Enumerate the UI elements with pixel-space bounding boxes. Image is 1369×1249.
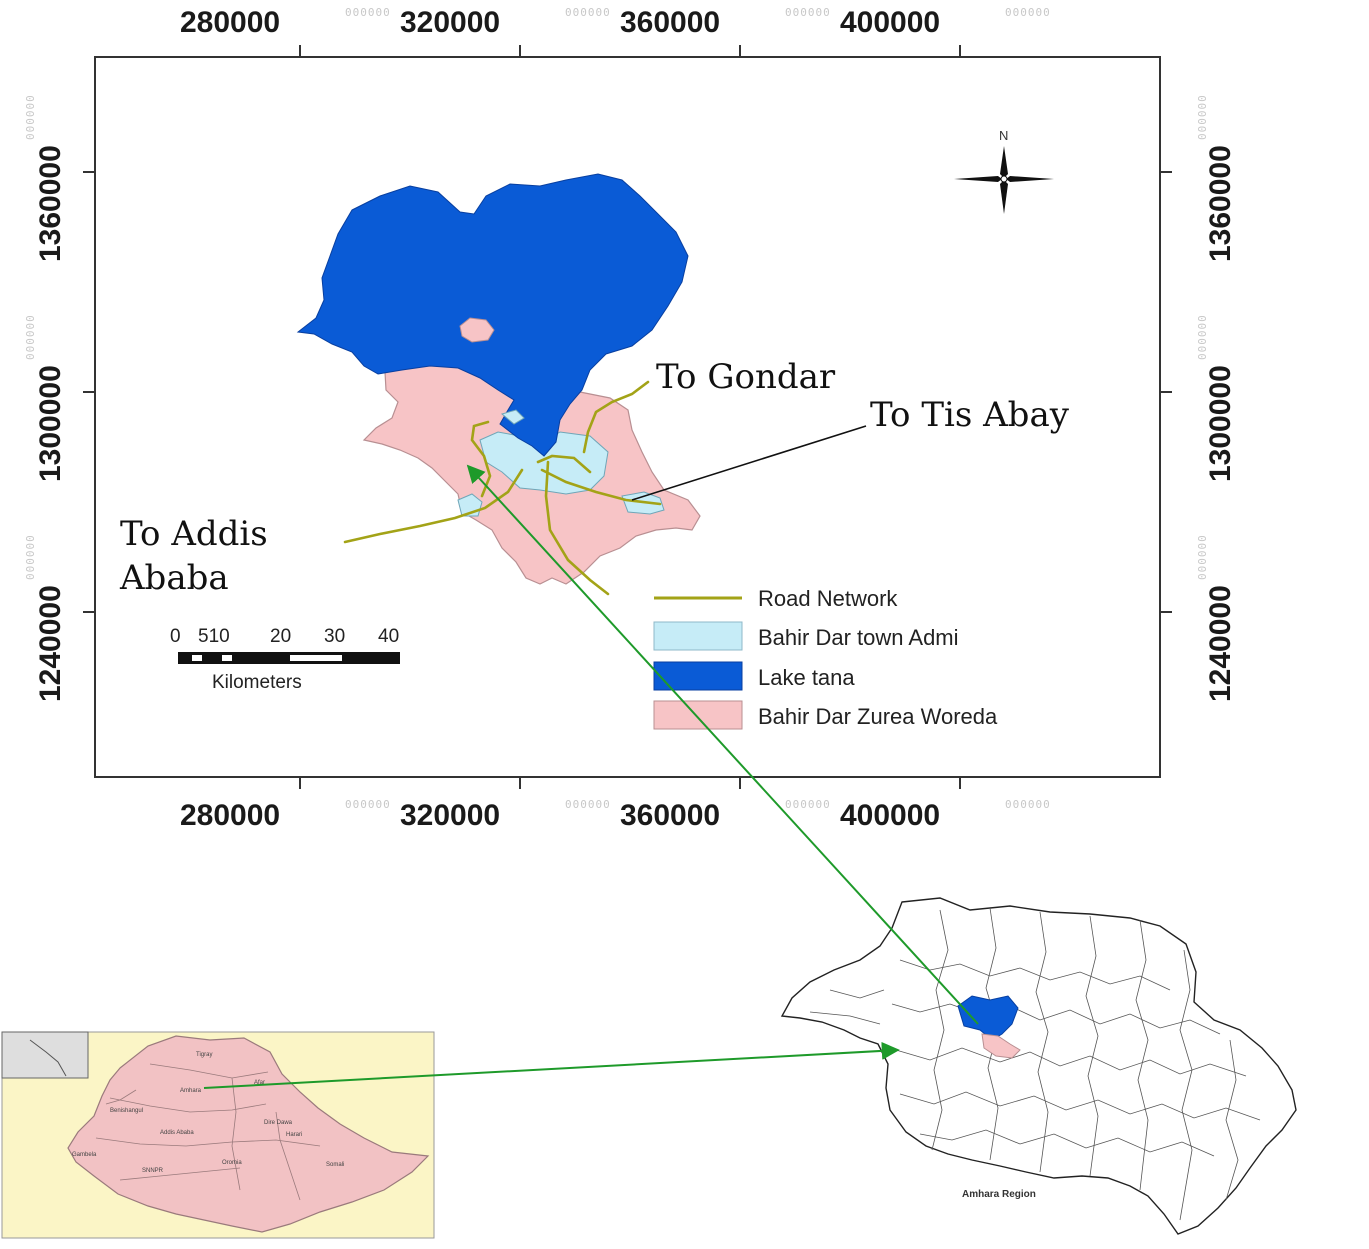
- bottom-ghost-tick-4: 000000: [1005, 798, 1051, 811]
- lake-tana-area: [296, 173, 689, 457]
- amhara-lake-tana: [957, 995, 1019, 1041]
- road-to-tis-abay: [540, 468, 662, 506]
- region-label-amhara: Amhara: [180, 1088, 202, 1094]
- label-to-gondar: To Gondar: [656, 357, 836, 397]
- scale-tick-0: 0: [170, 626, 181, 647]
- right-y-tick-1: 1360000: [1204, 145, 1237, 262]
- lake-island: [459, 317, 495, 343]
- right-ghost-tick-1: 000000: [1196, 94, 1209, 140]
- bottom-x-tick-3: 360000: [620, 799, 720, 832]
- region-label-snnpr: SNNPR: [142, 1168, 164, 1174]
- legend-label-town: Bahir Dar town Admi: [758, 625, 959, 650]
- left-y-tick-2: 1300000: [34, 365, 67, 482]
- region-label-oromia: Oromia: [222, 1160, 242, 1166]
- legend-label-lake: Lake tana: [758, 665, 855, 690]
- amhara-region-inset: Amhara Region: [780, 897, 1297, 1235]
- road-north-west-loop: [470, 420, 492, 498]
- right-y-tick-2: 1300000: [1204, 365, 1237, 482]
- top-ghost-tick-3: 000000: [785, 6, 831, 19]
- arrow-amhara-to-study-area: [466, 464, 979, 1025]
- region-label-afar: Afar: [254, 1080, 265, 1086]
- left-ghost-tick-1: 000000: [24, 94, 37, 140]
- lake-inlet-patch: [500, 409, 525, 425]
- scale-tick-30: 30: [324, 626, 345, 647]
- region-label-tigray: Tigray: [196, 1052, 212, 1058]
- region-label-gambela: Gambela: [72, 1152, 97, 1158]
- scale-tick-20: 20: [270, 626, 291, 647]
- road-central-link: [536, 454, 592, 474]
- bottom-x-tick-labels: 280000 320000 360000 400000 000000 00000…: [180, 798, 1051, 832]
- top-x-tick-4: 400000: [840, 6, 940, 39]
- left-y-tick-labels: 1360000 1300000 1240000 000000 000000 00…: [24, 94, 67, 702]
- legend-swatch-woreda: [653, 700, 743, 730]
- legend-swatch-town: [653, 621, 743, 651]
- ethiopia-region-borders: [95, 1063, 321, 1201]
- road-to-gondar: [582, 380, 650, 454]
- map-legend: Road Network Bahir Dar town Admi Lake ta…: [653, 586, 998, 730]
- amhara-woreda-highlight: [981, 1033, 1021, 1059]
- label-to-addis-line1: To Addis: [120, 514, 268, 554]
- bottom-ghost-tick-1: 000000: [345, 798, 391, 811]
- region-label-addis-ababa: Addis Ababa: [160, 1130, 194, 1136]
- region-label-dire-dawa: Dire Dawa: [264, 1120, 293, 1126]
- top-ghost-tick-2: 000000: [565, 6, 611, 19]
- ethiopia-locator-box: [1, 1031, 89, 1079]
- top-ghost-tick-4: 000000: [1005, 6, 1051, 19]
- right-y-tick-3: 1240000: [1204, 585, 1237, 702]
- region-label-somali: Somali: [326, 1162, 344, 1168]
- tis-abay-leader-line: [631, 425, 867, 501]
- bottom-x-tick-1: 280000: [180, 799, 280, 832]
- left-ghost-tick-3: 000000: [24, 534, 37, 580]
- top-x-tick-labels: 280000 320000 360000 400000 000000 00000…: [180, 6, 1051, 39]
- north-arrow-icon: N: [954, 128, 1054, 214]
- bottom-x-tick-2: 320000: [400, 799, 500, 832]
- left-y-tick-1: 1360000: [34, 145, 67, 262]
- scale-bar: 0 510 20 30 40 Kilometers: [170, 626, 400, 693]
- legend-label-road: Road Network: [758, 586, 898, 611]
- top-x-tick-1: 280000: [180, 6, 280, 39]
- legend-swatch-lake: [653, 661, 743, 691]
- amhara-caption: Amhara Region: [962, 1189, 1036, 1200]
- ethiopia-land: [67, 1035, 430, 1233]
- frame-tick-marks: [83, 45, 1172, 789]
- scale-unit: Kilometers: [212, 672, 302, 693]
- left-y-tick-3: 1240000: [34, 585, 67, 702]
- locator-coast: [29, 1039, 67, 1077]
- road-network-lines: [343, 380, 662, 596]
- label-to-tis-abay: To Tis Abay: [870, 395, 1070, 435]
- legend-label-woreda: Bahir Dar Zurea Woreda: [758, 704, 998, 729]
- top-ghost-tick-1: 000000: [345, 6, 391, 19]
- left-ghost-tick-2: 000000: [24, 314, 37, 360]
- ethiopia-inset: Tigray Amhara Afar Benishangul Addis Aba…: [1, 1031, 435, 1239]
- top-x-tick-2: 320000: [400, 6, 500, 39]
- north-label: N: [999, 128, 1008, 143]
- amhara-outline: [780, 897, 1297, 1235]
- right-ghost-tick-2: 000000: [1196, 314, 1209, 360]
- bottom-ghost-tick-3: 000000: [785, 798, 831, 811]
- right-ghost-tick-3: 000000: [1196, 534, 1209, 580]
- arrow-ethiopia-to-amhara: [203, 1041, 900, 1089]
- right-y-tick-labels: 1360000 1300000 1240000 000000 000000 00…: [1196, 94, 1237, 702]
- road-south: [544, 460, 610, 596]
- bottom-x-tick-4: 400000: [840, 799, 940, 832]
- scale-tick-40: 40: [378, 626, 399, 647]
- amhara-zone-lines: [809, 907, 1261, 1221]
- label-to-addis-line2: Ababa: [119, 558, 229, 598]
- road-to-addis: [343, 468, 524, 544]
- region-label-harari: Harari: [286, 1132, 302, 1138]
- bottom-ghost-tick-2: 000000: [565, 798, 611, 811]
- top-x-tick-3: 360000: [620, 6, 720, 39]
- scale-tick-510: 510: [198, 626, 230, 647]
- region-label-benishangul: Benishangul: [110, 1108, 143, 1114]
